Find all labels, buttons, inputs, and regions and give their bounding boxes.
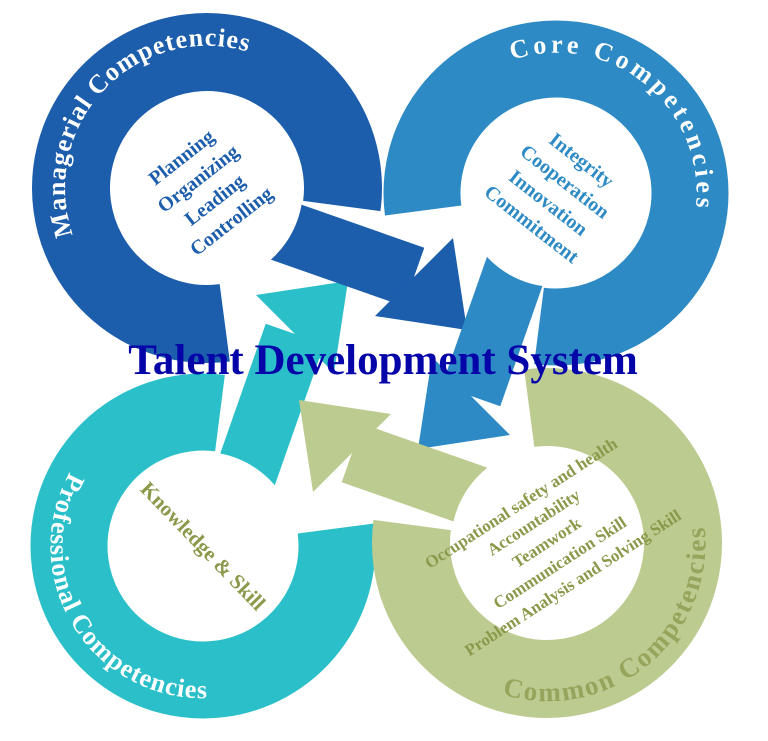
core-ring xyxy=(383,20,729,366)
managerial-arrowhead xyxy=(375,238,467,330)
common-inner-circle xyxy=(451,447,643,639)
common-ring xyxy=(372,368,722,718)
common-arrowhead xyxy=(299,400,391,492)
managerial-inner-circle xyxy=(111,92,303,284)
core-arrowhead xyxy=(418,357,510,449)
core-inner-circle xyxy=(462,99,650,287)
professional-arrowhead xyxy=(256,281,348,373)
professional-inner-circle xyxy=(109,452,297,640)
professional-ring xyxy=(30,373,376,719)
diagram-title: Talent Development System xyxy=(128,337,638,384)
managerial-ring xyxy=(32,13,382,363)
